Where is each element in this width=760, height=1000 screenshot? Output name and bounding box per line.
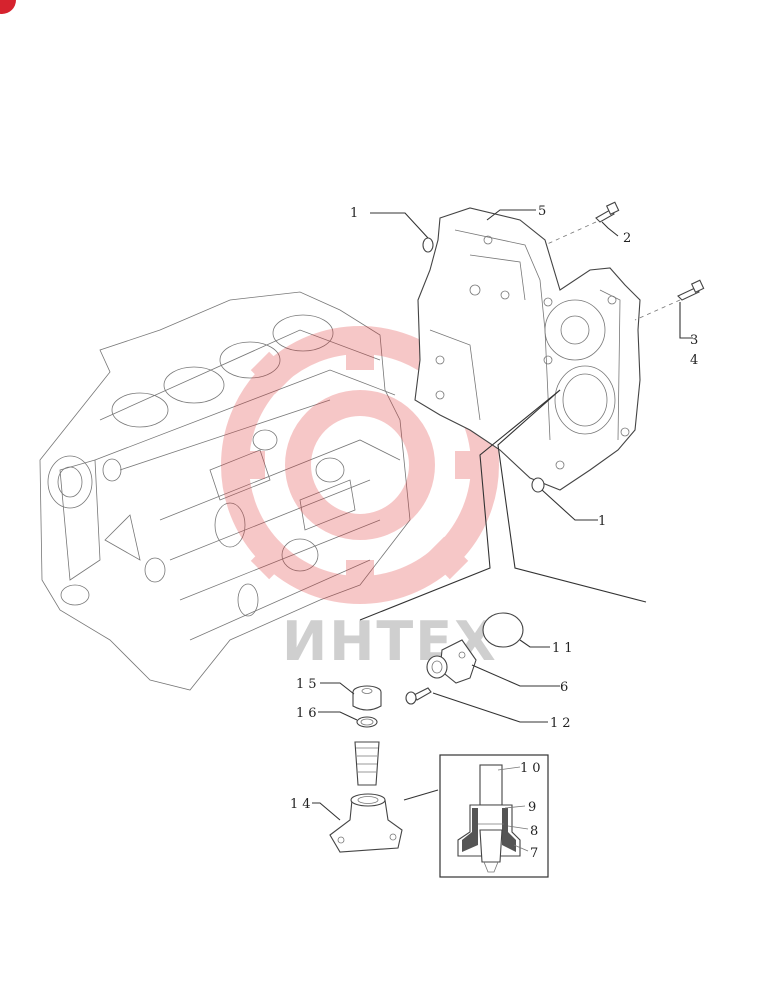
callout-3: 3 <box>690 333 702 348</box>
corner-badge <box>0 0 16 14</box>
callout-1-top: 1 <box>350 206 362 221</box>
callout-9: 9 <box>528 800 540 815</box>
bolt-12 <box>405 687 432 705</box>
callout-2: 2 <box>623 231 635 246</box>
dowel-top <box>422 237 434 253</box>
callout-5: 5 <box>538 204 550 219</box>
bolt-2 <box>595 201 620 223</box>
seal-16 <box>356 716 378 728</box>
callout-10: 10 <box>520 761 545 776</box>
callout-7: 7 <box>530 846 542 861</box>
callout-14: 14 <box>290 797 315 812</box>
callout-8: 8 <box>530 824 542 839</box>
o-ring-11 <box>482 612 524 648</box>
engine-block <box>39 291 411 691</box>
callout-11: 11 <box>552 641 577 656</box>
plug-15 <box>352 685 382 711</box>
callout-6: 6 <box>560 680 572 695</box>
callout-12: 12 <box>550 716 575 731</box>
callout-15: 15 <box>296 677 321 692</box>
valve-body-14 <box>329 793 403 853</box>
callout-4: 4 <box>690 353 702 368</box>
dowel-bottom <box>531 477 545 493</box>
bolt-3 <box>677 279 705 301</box>
section-detail-box <box>439 754 549 878</box>
pump-assembly-6 <box>426 639 477 684</box>
callout-1-bottom: 1 <box>598 514 610 529</box>
valve-spring <box>354 741 380 786</box>
watermark-logo <box>221 326 499 604</box>
callout-16: 16 <box>296 706 321 721</box>
callout-leaders <box>312 209 693 821</box>
timing-cover <box>414 207 641 491</box>
